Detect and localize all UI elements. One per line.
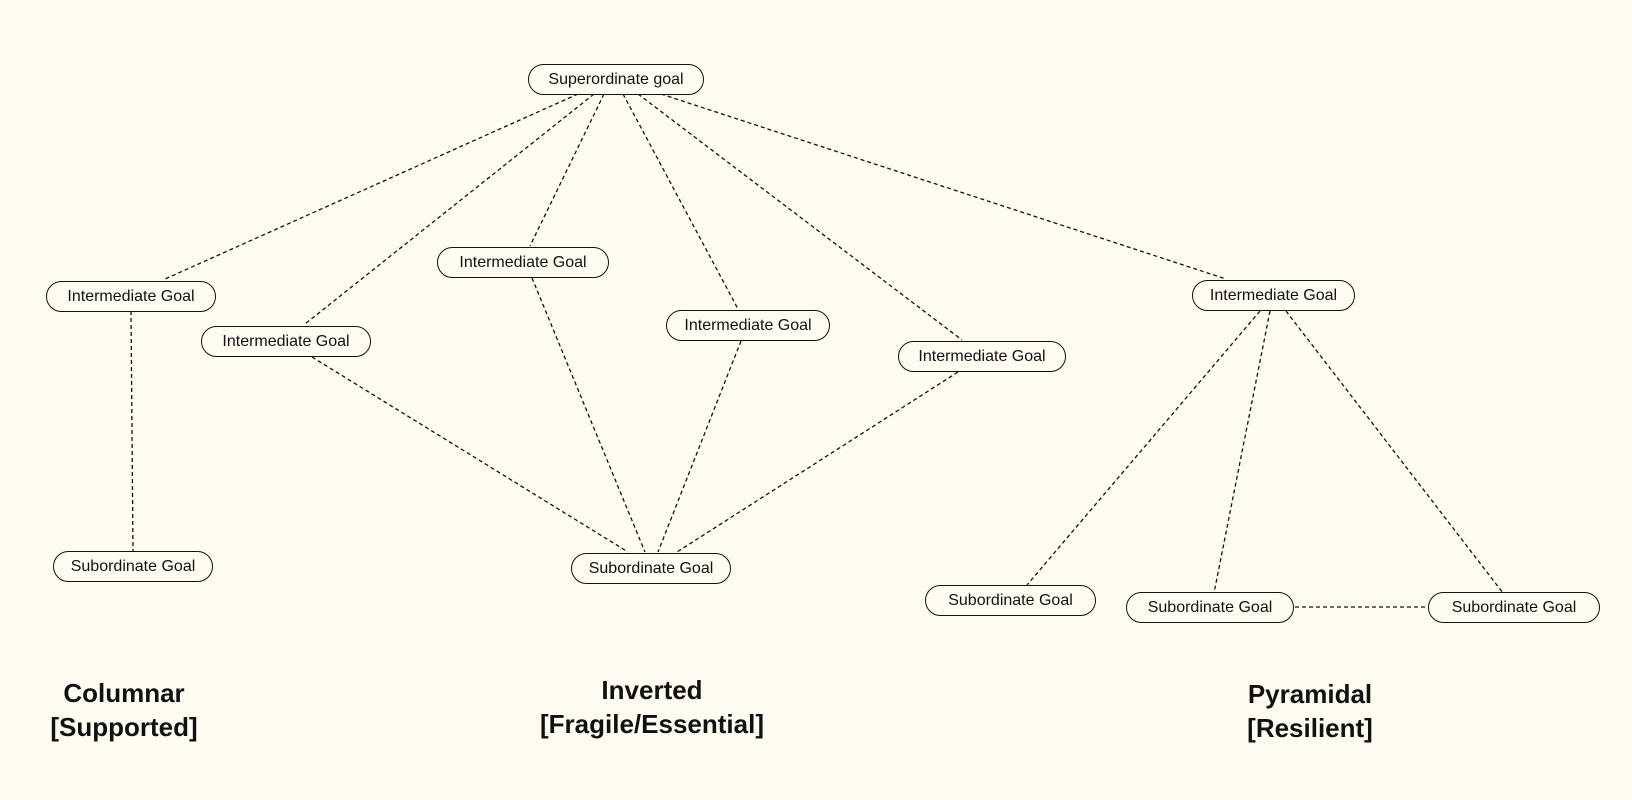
edge-super-to-pyr-intermediate bbox=[660, 93, 1227, 280]
edge-super-to-inv-intermediate-2 bbox=[529, 93, 605, 247]
connector-lines bbox=[130, 93, 1504, 608]
pyramidal-caption: Pyramidal [Resilient] bbox=[1160, 677, 1460, 745]
superordinate-goal-node: Superordinate goal bbox=[528, 64, 704, 95]
inverted-caption-title: Inverted bbox=[601, 675, 703, 705]
edge-inv-intermediate-4-to-subordinate bbox=[676, 371, 959, 553]
edge-pyr-intermediate-to-subordinate-1 bbox=[1026, 310, 1261, 586]
pyramidal-subordinate-goal-node-2: Subordinate Goal bbox=[1126, 592, 1294, 623]
edge-super-to-inv-intermediate-3 bbox=[622, 93, 739, 310]
edge-super-to-inv-intermediate-4 bbox=[637, 93, 963, 341]
edge-super-to-inv-intermediate-1 bbox=[304, 93, 595, 325]
edge-super-to-col-intermediate bbox=[164, 93, 579, 280]
edge-inv-intermediate-3-to-subordinate bbox=[657, 340, 742, 553]
columnar-caption-title: Columnar bbox=[63, 678, 185, 708]
pyramidal-subordinate-goal-node-1: Subordinate Goal bbox=[925, 585, 1096, 616]
columnar-caption: Columnar [Supported] bbox=[0, 676, 274, 744]
edge-inv-intermediate-1-to-subordinate bbox=[311, 356, 629, 553]
pyramidal-caption-title: Pyramidal bbox=[1247, 679, 1373, 709]
columnar-caption-subtitle: [Supported] bbox=[50, 712, 198, 742]
inverted-intermediate-goal-node-3: Intermediate Goal bbox=[666, 310, 830, 341]
pyramidal-subordinate-goal-node-3: Subordinate Goal bbox=[1428, 592, 1600, 623]
pyramidal-intermediate-goal-node: Intermediate Goal bbox=[1192, 280, 1355, 311]
inverted-subordinate-goal-node: Subordinate Goal bbox=[571, 553, 731, 584]
inverted-intermediate-goal-node-1: Intermediate Goal bbox=[201, 326, 371, 357]
inverted-caption: Inverted [Fragile/Essential] bbox=[502, 673, 802, 741]
columnar-intermediate-goal-node: Intermediate Goal bbox=[46, 281, 216, 312]
pyramidal-caption-subtitle: [Resilient] bbox=[1247, 713, 1373, 743]
edge-col-intermediate-to-subordinate bbox=[130, 310, 134, 552]
inverted-caption-subtitle: [Fragile/Essential] bbox=[540, 709, 764, 739]
edge-pyr-intermediate-to-subordinate-3 bbox=[1285, 310, 1504, 594]
edge-pyr-intermediate-to-subordinate-2 bbox=[1213, 310, 1271, 594]
columnar-subordinate-goal-node: Subordinate Goal bbox=[53, 551, 213, 582]
inverted-intermediate-goal-node-4: Intermediate Goal bbox=[898, 341, 1066, 372]
inverted-intermediate-goal-node-2: Intermediate Goal bbox=[437, 247, 609, 278]
edge-inv-intermediate-2-to-subordinate bbox=[531, 277, 646, 553]
